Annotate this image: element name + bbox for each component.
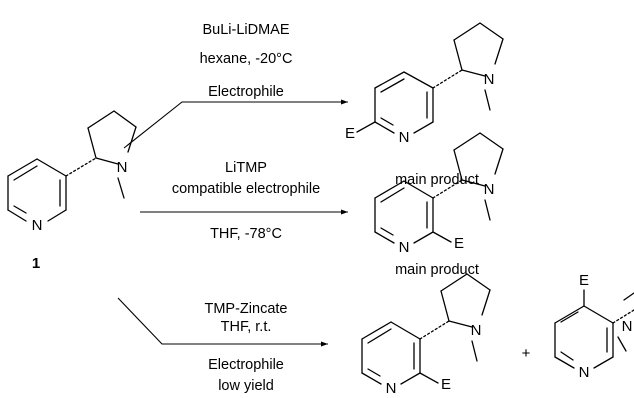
product-6-substituted: N N E	[345, 22, 504, 146]
product-3b-amine-nitrogen: N	[622, 318, 633, 335]
route-2-caption: main product	[395, 262, 479, 278]
route-2-reagent: LiTMP	[225, 160, 267, 176]
compound-number: 1	[32, 255, 40, 272]
product-1-amine-nitrogen: N	[484, 71, 495, 88]
product-3b-ring-nitrogen: N	[579, 364, 590, 381]
ring-nitrogen-label: N	[32, 217, 43, 234]
route-1-solvent: hexane, -20°C	[200, 51, 293, 67]
product-2-ring-nitrogen: N	[399, 239, 410, 256]
amine-nitrogen-label: N	[117, 159, 128, 176]
route-1-caption: main product	[395, 172, 479, 188]
route-3-solvent: THF, r.t.	[221, 319, 272, 335]
product-3b-electrophile: E	[579, 272, 589, 289]
product-3a-ring-nitrogen: N	[386, 380, 397, 397]
route-1-electrophile: Electrophile	[208, 84, 284, 100]
product-2-substituted: N N E	[374, 132, 504, 256]
product-3a-electrophile: E	[441, 376, 451, 393]
product-3a-2-substituted: N N E	[361, 273, 491, 397]
product-1-ring-nitrogen: N	[399, 129, 410, 146]
route-2-solvent: THF, -78°C	[210, 226, 282, 242]
route-2-electrophile: compatible electrophile	[172, 181, 320, 197]
route-3-yield-note: low yield	[218, 378, 274, 394]
plus-sign: +	[522, 345, 531, 362]
product-3b-4-substituted: N E N	[554, 272, 634, 381]
product-3a-amine-nitrogen: N	[471, 322, 482, 339]
product-1-electrophile: E	[345, 125, 355, 142]
product-2-electrophile: E	[454, 235, 464, 252]
route-3: TMP-Zincate THF, r.t. Electrophile low y…	[117, 272, 634, 397]
route-3-reagent: TMP-Zincate	[205, 301, 288, 317]
route-1-reagent: BuLi-LiDMAE	[202, 22, 289, 38]
route-3-electrophile: Electrophile	[208, 357, 284, 373]
route-2: LiTMP compatible electrophile THF, -78°C	[140, 132, 504, 278]
route-1: BuLi-LiDMAE hexane, -20°C Electrophile	[123, 22, 504, 188]
starting-material-nicotine: N N 1	[7, 110, 137, 272]
product-2-amine-nitrogen: N	[484, 181, 495, 198]
